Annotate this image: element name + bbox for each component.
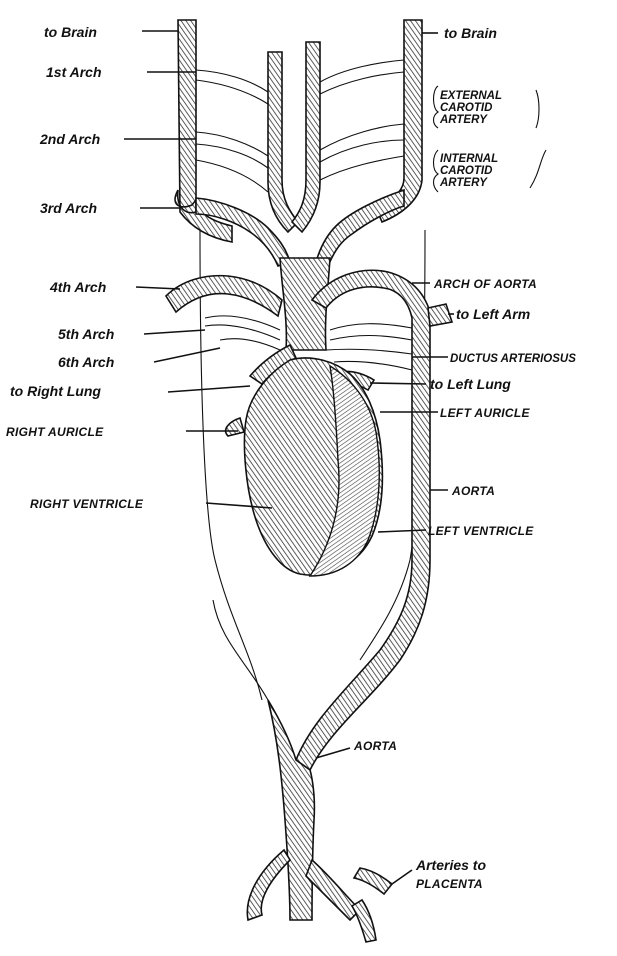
label-external-carotid-1: EXTERNAL <box>440 90 502 102</box>
heart <box>226 358 383 576</box>
label-arch-6: 6th Arch <box>58 354 114 370</box>
label-left-ventricle: LEFT VENTRICLE <box>428 524 534 538</box>
fourth-arch-right <box>166 276 282 316</box>
label-arteries-to: Arteries to <box>415 857 486 873</box>
label-external-carotid-2: CAROTID <box>440 102 492 114</box>
label-internal-carotid-2: CAROTID <box>440 165 492 177</box>
label-arch-2: 2nd Arch <box>39 131 100 147</box>
label-arch-3: 3rd Arch <box>40 200 97 216</box>
label-to-left-lung: to Left Lung <box>430 376 511 392</box>
label-arch-4: 4th Arch <box>49 279 106 295</box>
label-aorta-trunk: AORTA <box>353 739 397 753</box>
label-arch-1: 1st Arch <box>46 64 102 80</box>
label-to-brain-left: to Brain <box>44 24 97 40</box>
label-left-auricle: LEFT AURICLE <box>440 406 531 420</box>
label-arch-5: 5th Arch <box>58 326 114 342</box>
label-right-auricle: RIGHT AURICLE <box>6 425 104 439</box>
pharyngeal-arches-thin <box>196 60 404 192</box>
label-to-right-lung: to Right Lung <box>10 383 101 399</box>
label-placenta: PLACENTA <box>416 877 483 891</box>
label-internal-carotid-3: ARTERY <box>439 177 488 189</box>
label-ductus-arteriosus: DUCTUS ARTERIOSUS <box>450 353 576 365</box>
label-right-ventricle: RIGHT VENTRICLE <box>30 497 144 511</box>
label-internal-carotid-1: INTERNAL <box>440 153 498 165</box>
label-to-brain-right: to Brain <box>444 25 497 41</box>
label-to-left-arm: to Left Arm <box>456 306 530 322</box>
label-aorta-side: AORTA <box>451 484 495 498</box>
label-arch-of-aorta: ARCH OF AORTA <box>433 277 537 291</box>
label-external-carotid-3: ARTERY <box>439 114 488 126</box>
